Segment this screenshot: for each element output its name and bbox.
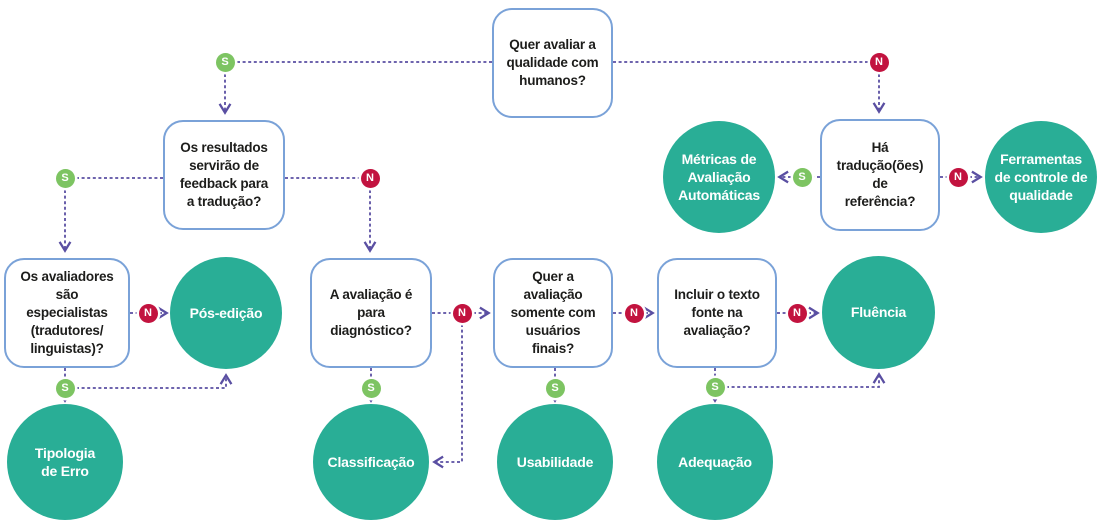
outcome-circle-usabilidade: Usabilidade — [497, 404, 613, 520]
outcome-circle-ferramentas-qualidade: Ferramentas de controle de qualidade — [985, 121, 1097, 233]
outcome-circle-classificacao: Classificação — [313, 404, 429, 520]
yes-badge-q1: S — [215, 52, 235, 72]
no-badge-q4: N — [452, 303, 472, 323]
outcome-circle-tipologia-de-erro: Tipologia de Erro — [7, 404, 123, 520]
no-badge-q6: N — [787, 303, 807, 323]
question-box-avaliar-com-humanos: Quer avaliar a qualidade com humanos? — [492, 8, 613, 118]
question-box-usuarios-finais: Quer a avaliação somente com usuários fi… — [493, 258, 613, 368]
no-badge-q2: N — [360, 168, 380, 188]
question-box-avaliadores-especialistas: Os avaliadores são especialistas (tradut… — [4, 258, 130, 368]
outcome-circle-fluencia: Fluência — [822, 256, 935, 369]
no-badge-q7: N — [948, 167, 968, 187]
question-box-avaliacao-diagnostico: A avaliação é para diagnóstico? — [310, 258, 432, 368]
yes-badge-q4: S — [361, 378, 381, 398]
question-box-resultados-feedback: Os resultados servirão de feedback para … — [163, 120, 285, 230]
no-badge-q5: N — [624, 303, 644, 323]
yes-badge-q5: S — [545, 378, 565, 398]
yes-badge-q6: S — [705, 377, 725, 397]
yes-badge-q2: S — [55, 168, 75, 188]
question-box-incluir-texto-fonte: Incluir o texto fonte na avaliação? — [657, 258, 777, 368]
edge-q6-s-to-fluencia — [726, 372, 886, 388]
outcome-circle-metricas-automaticas: Métricas de Avaliação Automáticas — [663, 121, 775, 233]
yes-badge-q3: S — [55, 378, 75, 398]
outcome-circle-pos-edicao: Pós-edição — [170, 257, 282, 369]
question-box-traducao-referencia: Há tradução(ões) de referência? — [820, 119, 940, 231]
yes-badge-q7: S — [792, 167, 812, 187]
edge-q3-s-to-pos-edicao — [76, 373, 233, 389]
no-badge-q1: N — [869, 52, 889, 72]
edge-q4-n-to-classificacao — [432, 324, 463, 469]
no-badge-q3: N — [138, 303, 158, 323]
outcome-circle-adequacao: Adequação — [657, 404, 773, 520]
